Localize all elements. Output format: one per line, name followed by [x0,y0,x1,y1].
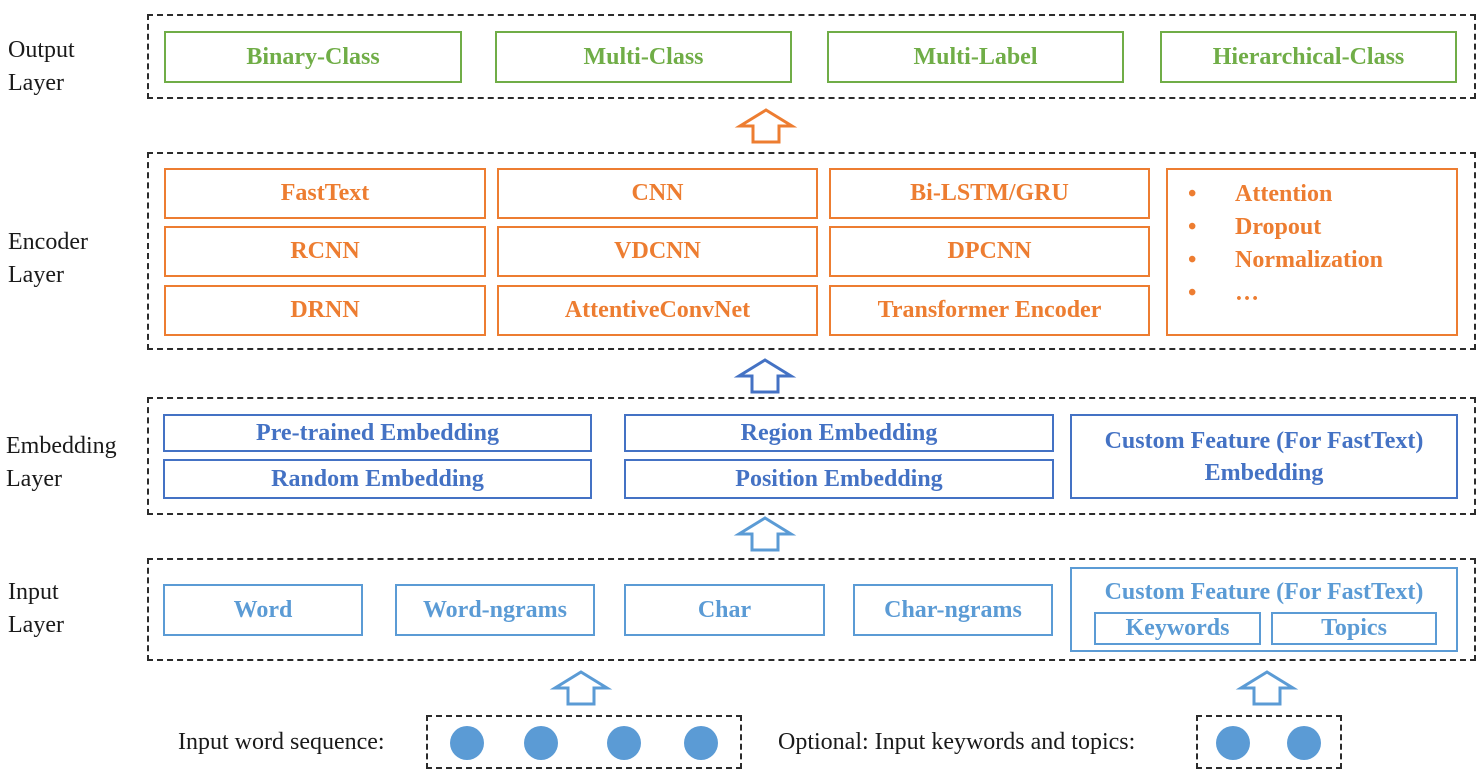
up-arrow-icon [733,358,797,394]
word-sequence-container [426,715,742,769]
encoder-box-drnn: DRNN [164,285,486,336]
up-arrow-icon [549,670,613,706]
input-custom-feature-title: Custom Feature (For FastText) [1104,578,1424,605]
embedding-box-random: Random Embedding [163,459,592,499]
word-token-circle [450,726,484,760]
encoder-box-dpcnn: DPCNN [829,226,1150,277]
output-layer-container [147,14,1476,99]
embedding-box-region: Region Embedding [624,414,1054,452]
encoder-box-vdcnn: VDCNN [497,226,818,277]
input-box-char: Char [624,584,825,636]
output-box-hierarchical-class: Hierarchical-Class [1160,31,1457,83]
keyword-token-circle [1216,726,1250,760]
output-box-multi-label: Multi-Label [827,31,1124,83]
custom-feature-embedding-line2: Embedding [1204,459,1324,486]
embedding-box-pretrained: Pre-trained Embedding [163,414,592,452]
embedding-box-position: Position Embedding [624,459,1054,499]
up-arrow-icon [733,516,797,552]
encoder-layer-container [147,152,1476,350]
encoder-extras-list: •Attention •Dropout •Normalization •… [1168,170,1456,310]
up-arrow-icon [1235,670,1299,706]
custom-feature-embedding-line1: Custom Feature (For FastText) [1104,427,1424,454]
output-box-binary-class: Binary-Class [164,31,462,83]
encoder-layer-label: Encoder Layer [8,229,88,288]
encoder-box-fasttext: FastText [164,168,486,219]
word-token-circle [607,726,641,760]
input-word-sequence-label: Input word sequence: [178,729,385,755]
list-item: •Attention [1188,181,1333,207]
list-item: •Dropout [1188,214,1322,240]
output-layer-label: Output Layer [8,37,75,96]
embedding-layer-container [147,397,1476,515]
input-box-word-ngrams: Word-ngrams [395,584,595,636]
encoder-box-bi-lstm-gru: Bi-LSTM/GRU [829,168,1150,219]
input-box-topics: Topics [1271,612,1437,645]
input-box-keywords: Keywords [1094,612,1261,645]
optional-keywords-topics-label: Optional: Input keywords and topics: [778,729,1136,755]
embedding-box-custom-feature: Custom Feature (For FastText) Embedding [1070,414,1458,499]
up-arrow-icon [734,108,798,144]
encoder-box-cnn: CNN [497,168,818,219]
input-box-word: Word [163,584,363,636]
input-box-custom-feature: Custom Feature (For FastText) Keywords T… [1070,567,1458,652]
keywords-topics-container [1196,715,1342,769]
word-token-circle [524,726,558,760]
input-box-char-ngrams: Char-ngrams [853,584,1053,636]
list-item: •Normalization [1188,247,1383,273]
encoder-box-attentiveconvnet: AttentiveConvNet [497,285,818,336]
encoder-box-transformer-encoder: Transformer Encoder [829,285,1150,336]
encoder-extras-box: •Attention •Dropout •Normalization •… [1166,168,1458,336]
encoder-box-rcnn: RCNN [164,226,486,277]
word-token-circle [684,726,718,760]
topic-token-circle [1287,726,1321,760]
output-box-multi-class: Multi-Class [495,31,792,83]
list-item: •… [1188,280,1259,306]
input-layer-label: Input Layer [8,579,64,638]
input-layer-container [147,558,1476,661]
embedding-layer-label: Embedding Layer [6,433,117,492]
